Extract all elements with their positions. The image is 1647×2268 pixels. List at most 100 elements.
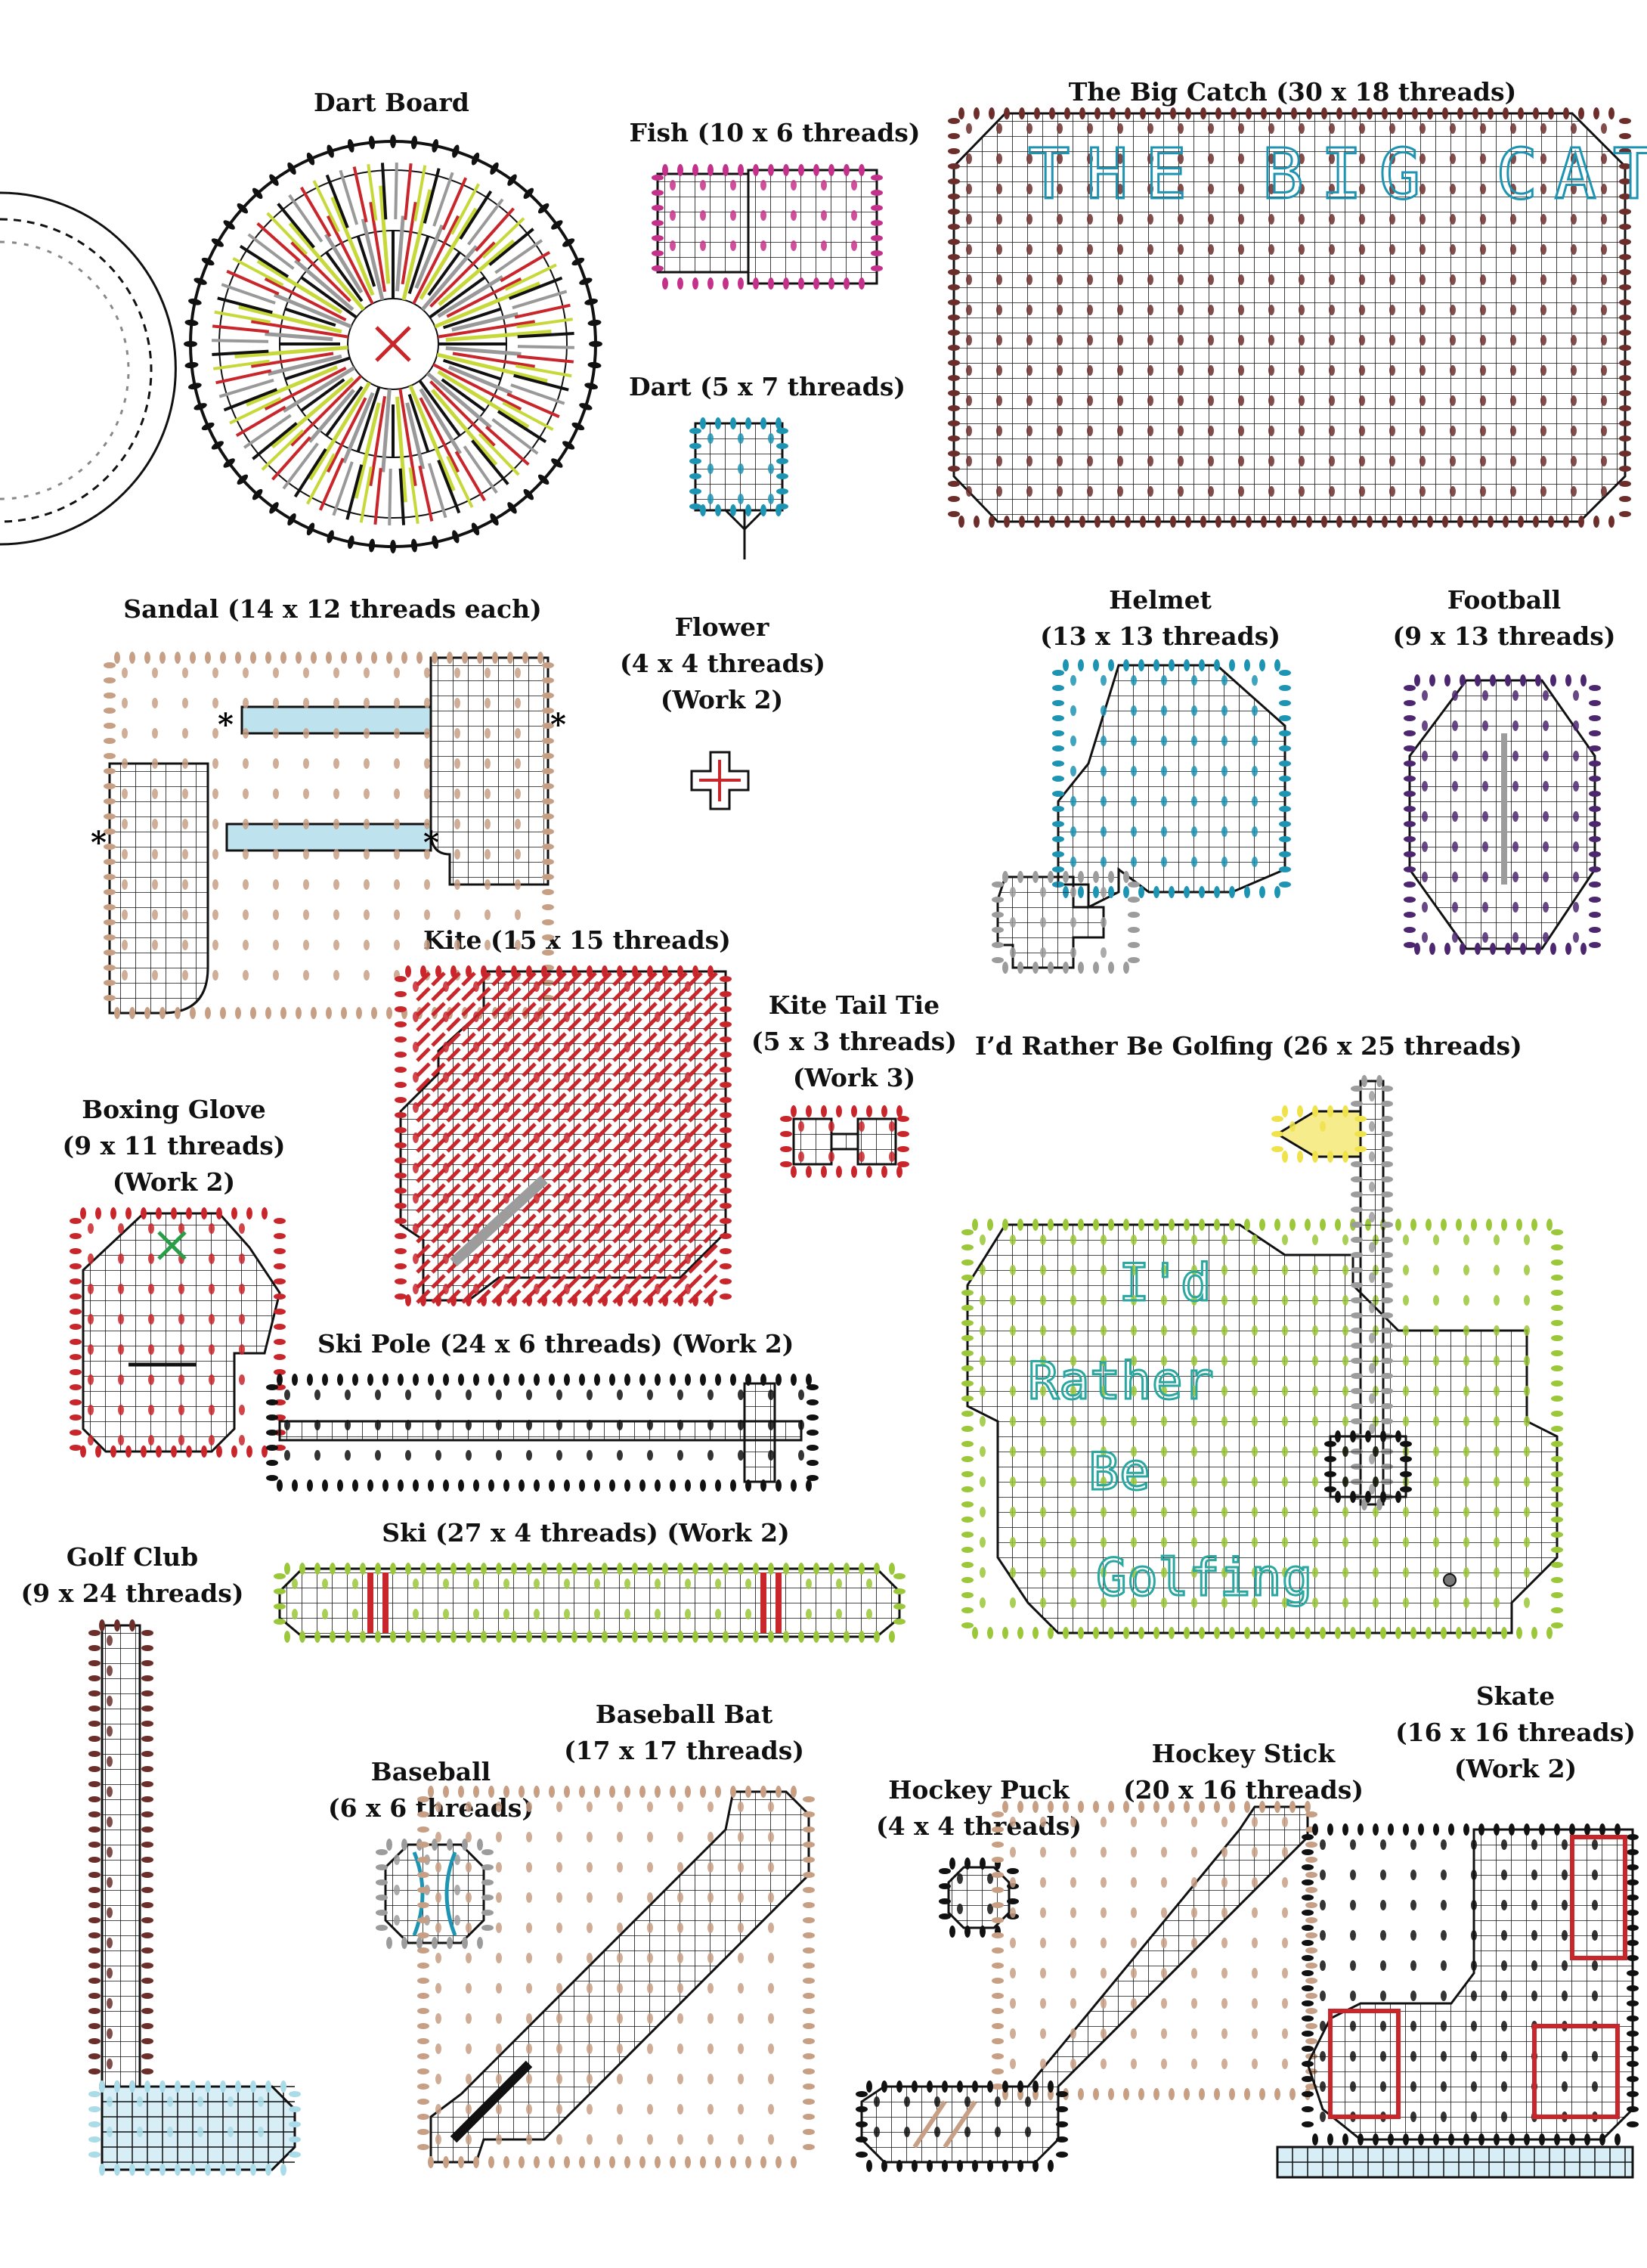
golfing-title: I’d Rather Be Golfing (975, 1031, 1274, 1061)
helmet-label: Helmet (13 x 13 threads) (1036, 582, 1285, 655)
ski-pole-size: (24 x 6 threads) (439, 1329, 663, 1359)
kite-tail-tie-size: (5 x 3 threads) (751, 1027, 957, 1056)
tie-center-grid (830, 1132, 859, 1151)
fish-body-grid (747, 169, 878, 285)
big-catch-pattern: THE BIG CATCH (948, 107, 1647, 528)
helmet-pattern (992, 659, 1291, 974)
dart-title: Dart (628, 372, 692, 401)
baseball-bat-size: (17 x 17 threads) (564, 1736, 804, 1765)
boxing-glove-label: Boxing Glove (9 x 11 threads) (Work 2) (49, 1092, 299, 1201)
ski-title: Ski (382, 1518, 427, 1548)
golf-club-size: (9 x 24 threads) (20, 1579, 244, 1608)
sandal-label: Sandal (14 x 12 threads each) (121, 591, 544, 627)
hockey-stick-outline (860, 1805, 1309, 2164)
golfing-line-1: I'd (1119, 1253, 1212, 1313)
skate-size: (16 x 16 threads) (1395, 1718, 1636, 1747)
dart-size: (5 x 7 threads) (700, 372, 906, 401)
sandal-join-marker: * (550, 707, 566, 742)
big-catch-size: (30 x 18 threads) (1276, 77, 1517, 107)
kite-tail-tie-pattern (780, 1105, 909, 1178)
boxing-glove-title: Boxing Glove (82, 1095, 266, 1124)
hockey-puck-title: Hockey Puck (888, 1775, 1070, 1805)
hockey-stick-label: Hockey Stick (20 x 16 threads) (1119, 1736, 1368, 1808)
skate-laces (1328, 1835, 1627, 2119)
golfing-size: (26 x 25 threads) (1281, 1031, 1522, 1061)
football-title: Football (1447, 585, 1562, 615)
golfing-pattern: I'd Rather Be Golfing (961, 1075, 1563, 1639)
sandal-pattern: * * * * (91, 652, 566, 1019)
boxing-glove-note: (Work 2) (112, 1167, 236, 1197)
ski-binding-right (760, 1572, 782, 1633)
skate-pattern (1276, 1823, 1639, 2179)
flower-title: Flower (674, 612, 769, 642)
big-catch-stitched-text: THE BIG CATCH (1028, 134, 1647, 215)
ski-binding-left (367, 1572, 389, 1633)
football-pattern (1404, 674, 1601, 955)
dart-board-label: Dart Board (314, 85, 469, 121)
flower-note: (Work 2) (660, 685, 784, 714)
skate-boot-outline (1306, 1828, 1634, 2141)
sandal-lower-strap (225, 823, 432, 852)
sandal-join-marker: * (423, 825, 439, 860)
helmet-title: Helmet (1109, 585, 1212, 615)
golfing-stitched-text: I'd Rather Be Golfing (1028, 1253, 1313, 1608)
skate-label: Skate (16 x 16 threads) (Work 2) (1391, 1678, 1640, 1787)
kite-pattern (395, 965, 732, 1306)
hockey-stick-title: Hockey Stick (1151, 1739, 1336, 1768)
flower-pattern (690, 751, 750, 810)
dart-pattern (689, 417, 788, 559)
ski-label: Ski (27 x 4 threads) (Work 2) (378, 1515, 794, 1551)
kite-size: (15 x 15 threads) (490, 925, 731, 955)
ski-size: (27 x 4 threads) (435, 1518, 658, 1548)
skate-note: (Work 2) (1454, 1754, 1577, 1783)
boxing-glove-size: (9 x 11 threads) (62, 1131, 286, 1160)
golf-club-pattern (88, 1619, 301, 2176)
flower-label: Flower (4 x 4 threads) (Work 2) (620, 609, 825, 718)
flower-size: (4 x 4 threads) (620, 649, 825, 678)
boxing-glove-pattern (70, 1207, 286, 1458)
ski-pattern (274, 1563, 906, 1643)
hockey-puck-pattern (939, 1857, 1019, 1938)
boxing-glove-outline (82, 1212, 281, 1453)
golf-club-title: Golf Club (66, 1542, 199, 1572)
ski-note: (Work 2) (667, 1518, 790, 1548)
baseball-bat-pattern (417, 1786, 815, 2168)
flag (1275, 1110, 1362, 1158)
fish-label: Fish (10 x 6 threads) (627, 115, 922, 151)
golf-hole (1329, 1435, 1407, 1498)
hockey-stick-size: (20 x 16 threads) (1123, 1775, 1364, 1805)
sandal-join-marker: * (91, 825, 107, 860)
helmet-outline (1057, 664, 1286, 909)
ski-pole-note: (Work 2) (671, 1329, 794, 1359)
dart-board-title: Dart Board (314, 88, 469, 117)
sandal-join-marker: * (218, 707, 234, 742)
ski-pole-basket-grid (743, 1382, 776, 1483)
ski-pole-shaft-grid (278, 1420, 803, 1442)
big-catch-label: The Big Catch (30 x 18 threads) (1058, 74, 1527, 110)
fish-pattern (652, 164, 883, 290)
golf-ball (1443, 1573, 1457, 1587)
fish-title: Fish (629, 118, 689, 147)
hockey-puck-size: (4 x 4 threads) (876, 1811, 1082, 1841)
golf-club-shaft (101, 1624, 141, 2096)
ski-pole-label: Ski Pole (24 x 6 threads) (Work 2) (317, 1326, 794, 1362)
kite-tail-tie-note: (Work 3) (792, 1063, 916, 1092)
skate-title: Skate (1475, 1681, 1556, 1711)
baseball-pattern (376, 1839, 494, 1949)
golfing-line-4: Golfing (1096, 1548, 1313, 1608)
football-label: Football (9 x 13 threads) (1391, 582, 1618, 655)
helmet-size: (13 x 13 threads) (1040, 621, 1280, 651)
kite-tail-tie-label: Kite Tail Tie (5 x 3 threads) (Work 3) (741, 987, 967, 1096)
hockey-puck-label: Hockey Puck (4 x 4 threads) (862, 1772, 1096, 1845)
golfing-line-3: Be (1088, 1442, 1150, 1502)
kite-label: Kite (15 x 15 threads) (423, 922, 731, 959)
baseball-bat-title: Baseball Bat (595, 1699, 773, 1729)
big-catch-title: The Big Catch (1068, 77, 1268, 107)
baseball-bat-label: Baseball Bat (17 x 17 threads) (563, 1696, 805, 1769)
kite-tail-tie-title: Kite Tail Tie (768, 990, 940, 1020)
sandal-title: Sandal (123, 594, 219, 624)
golfing-line-2: Rather (1028, 1352, 1214, 1411)
golf-club-label: Golf Club (9 x 24 threads) (15, 1539, 249, 1612)
dart-label: Dart (5 x 7 threads) (612, 369, 922, 405)
